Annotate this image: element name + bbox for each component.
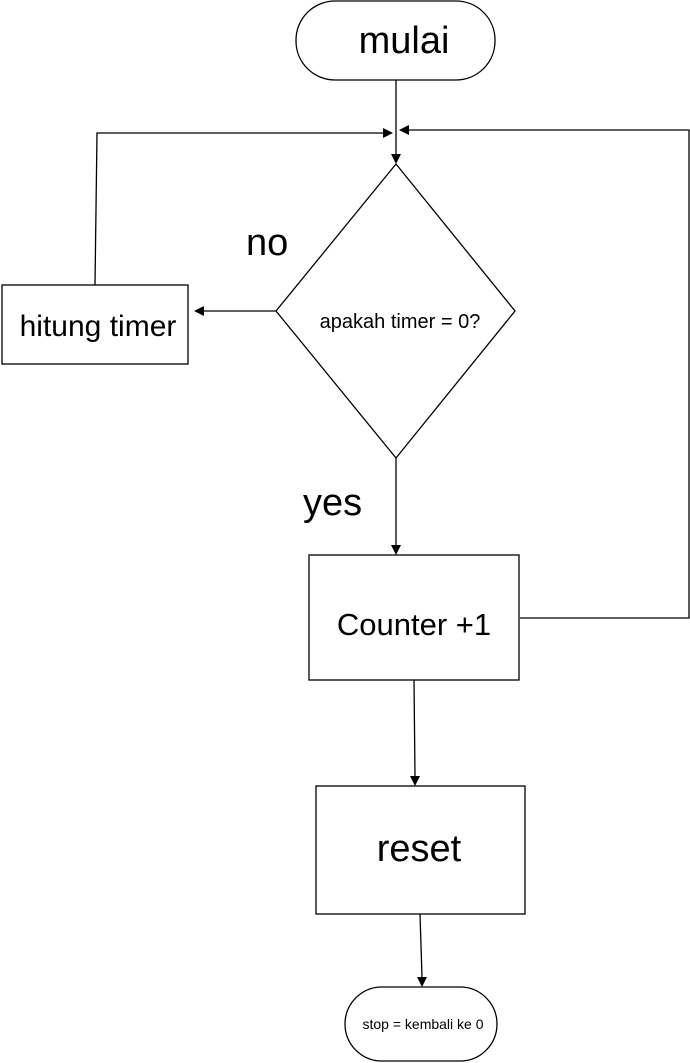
stop-terminator-shape xyxy=(344,986,498,1062)
stop-label: stop = kembali ke 0 xyxy=(362,1016,483,1032)
reset-box xyxy=(315,785,526,915)
arrowhead-icon xyxy=(417,977,427,987)
counter-box xyxy=(308,554,520,681)
edge-count-timer-loop xyxy=(94,132,383,286)
count-timer-box xyxy=(1,284,189,365)
node-count-timer: hitung timer xyxy=(1,284,189,365)
connectors xyxy=(94,80,690,987)
arrowhead-icon xyxy=(399,125,409,135)
node-decision: apakah timer = 0? xyxy=(275,162,516,460)
start-terminator-shape xyxy=(295,0,496,81)
arrowhead-icon xyxy=(391,545,401,555)
node-start: mulai xyxy=(295,0,496,81)
node-stop: stop = kembali ke 0 xyxy=(344,986,498,1062)
edge-label-yes: yes xyxy=(303,482,362,524)
arrowhead-icon xyxy=(194,306,204,316)
counter-label: Counter +1 xyxy=(337,607,491,642)
edge-counter-loop xyxy=(409,129,690,619)
edge-label-no: no xyxy=(246,222,288,264)
node-counter: Counter +1 xyxy=(308,554,520,681)
arrowhead-icon xyxy=(383,128,393,138)
edge-counter-to-reset xyxy=(413,679,416,777)
decision-label: apakah timer = 0? xyxy=(320,311,481,333)
arrowhead-icon xyxy=(410,776,420,786)
node-reset: reset xyxy=(315,785,526,915)
reset-label: reset xyxy=(377,828,462,870)
start-label: mulai xyxy=(359,20,450,62)
edge-reset-to-stop xyxy=(419,913,423,978)
count-timer-label: hitung timer xyxy=(20,310,177,343)
arrowhead-icon xyxy=(391,154,401,164)
decision-diamond-shape xyxy=(275,162,516,460)
